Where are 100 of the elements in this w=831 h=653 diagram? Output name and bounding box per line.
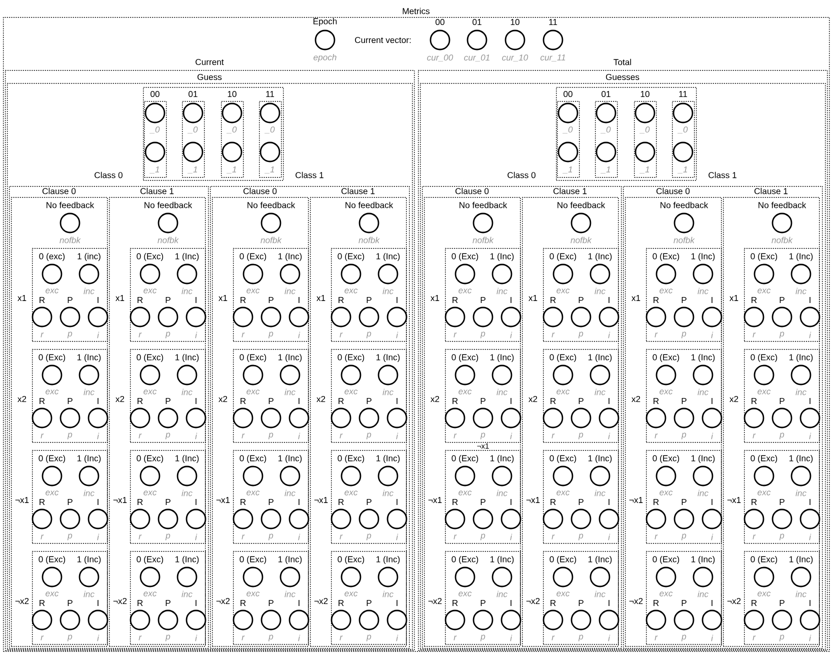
variable-name: p [578,534,584,540]
variable-name: r [654,434,658,438]
variable-name: inc [594,490,606,496]
variable-name: nofbk [260,236,282,244]
variable-name: exc [246,390,260,394]
circle-label: 1 (Inc) [588,455,612,463]
box-heading: 00 [564,90,572,98]
variable-name: i [510,534,512,540]
circle-label: 1 (Inc) [691,354,715,362]
variable-name: exc [46,490,59,496]
variable-name: _1 [150,166,160,174]
variable-name: i [809,534,812,540]
box-heading: x2 [528,396,538,402]
box-heading: Clause 1 [754,188,788,194]
circle-label: 0 (Exc) [38,455,66,463]
variable-name: exc [758,390,771,394]
circle-label: 1 (Inc) [278,354,302,362]
variable-name: i [97,534,100,540]
box-heading: ¬x1 [629,497,643,503]
circle-label: 0 (Exc) [240,253,266,261]
circle-label: P [480,297,486,303]
box-heading: ¬x1 [216,497,230,503]
box-heading: ¬x1 [526,497,540,503]
circle-label: 1 (Inc) [77,455,101,463]
variable-name: inc [382,288,394,294]
circle-label: P [166,297,170,303]
variable-name: inc [284,490,296,496]
box-heading: 01 [188,90,198,98]
variable-name: i [195,432,198,440]
box-heading: x1 [218,295,228,301]
box-heading: x2 [730,396,738,402]
variable-name: _1 [600,166,610,174]
circle-label: P [578,600,584,606]
box-heading: x2 [316,396,326,402]
circle-label: 0 (Exc) [136,253,164,261]
variable-name: exc [458,288,472,294]
variable-name: exc [344,592,358,596]
variable-name: p [165,534,170,540]
circle-label: 0 (Exc) [452,253,478,261]
variable-name: cur_01 [464,54,490,62]
circle-label: R [752,398,757,404]
variable-name: p [779,332,784,338]
box-heading: ¬x2 [727,598,741,604]
circle-label: P [480,398,486,404]
circle-label: P [682,398,686,404]
circle-label: 0 (Exc) [338,455,364,463]
circle-label: 1 (Inc) [490,556,514,564]
circle-label: 0 (Exc) [652,455,680,463]
circle-label: 0 (Exc) [452,556,478,564]
variable-name: exc [144,390,157,394]
circle-label: 0 (Exc) [750,556,778,564]
variable-name: r [454,434,457,438]
circle-label: 0 (Exc) [452,455,478,463]
variable-name: inc [796,288,806,294]
circle-label: 1 (Inc) [376,556,400,564]
variable-name: i [97,432,100,440]
variable-name: exc [46,288,59,294]
circle-label: 1 (Inc) [691,455,715,463]
variable-name: p [67,534,72,540]
variable-name: inc [182,288,192,294]
variable-name: i [195,634,198,642]
variable-name: exc [458,390,472,394]
variable-name: inc [594,590,606,598]
variable-name: nofbk [570,236,592,244]
variable-name: i [396,332,398,338]
variable-name: p [366,634,372,642]
variable-name: i [608,534,610,540]
variable-name: exc [660,490,673,496]
variable-name: i [711,332,714,338]
circle-label: P [366,398,372,404]
circle-label: 1 (Inc) [175,354,199,362]
variable-name: _0 [600,126,611,134]
box-heading: ¬x2 [629,598,643,604]
circle-label: 0 (Exc) [240,455,266,463]
circle-label: 00 [436,18,444,26]
box-heading: Class 0 [94,172,122,178]
circle-label: 0 (Exc) [550,253,576,261]
variable-name: p [480,332,486,338]
circle-label: P [780,297,784,303]
box-heading: ¬x2 [216,598,230,604]
variable-name: r [552,332,555,338]
circle-label: R [752,297,757,303]
circle-label: 0 (Exc) [338,253,364,261]
variable-name: inc [698,288,708,294]
circle-label: 1 (Inc) [278,455,302,463]
variable-name: nofbk [158,236,179,244]
box-heading: 10 [228,90,236,98]
variable-name: p [268,432,274,440]
variable-name: inc [182,388,192,396]
circle-label: Epoch [314,18,337,26]
circle-label: P [682,499,686,505]
box-heading: 11 [679,91,688,97]
circle-label: 0 (Exc) [136,354,164,362]
box-heading: Clause 1 [140,188,174,194]
circle-label: P [366,600,372,606]
variable-name: p [779,534,784,540]
box-heading: 11 [266,91,274,97]
variable-name: r [654,636,658,640]
box-heading: Total [614,58,632,66]
circle-label: I [396,398,398,404]
